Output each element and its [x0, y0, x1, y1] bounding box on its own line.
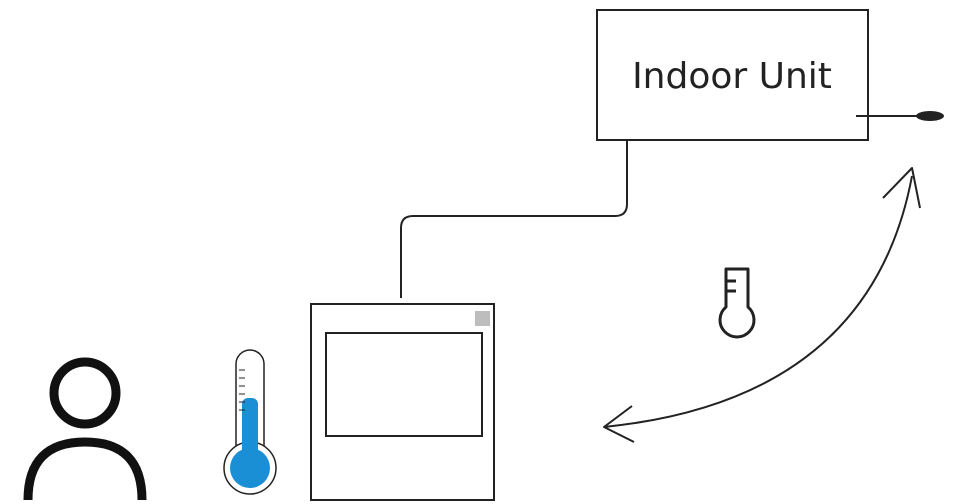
thermometer-icon	[223, 349, 277, 495]
indoor-unit-label: Indoor Unit	[632, 56, 832, 97]
double-headed-arrow-icon	[603, 167, 921, 443]
unit-sensor-probe	[856, 111, 944, 121]
person-icon	[23, 357, 147, 501]
temperature-sensor-icon	[718, 267, 756, 339]
indoor-unit-box	[596, 9, 869, 141]
controller-indicator	[475, 311, 490, 326]
connection-wire	[400, 140, 628, 298]
indoor-unit: Indoor Unit	[596, 9, 869, 141]
wired-controller-icon	[310, 303, 495, 501]
controller-screen	[325, 332, 483, 437]
